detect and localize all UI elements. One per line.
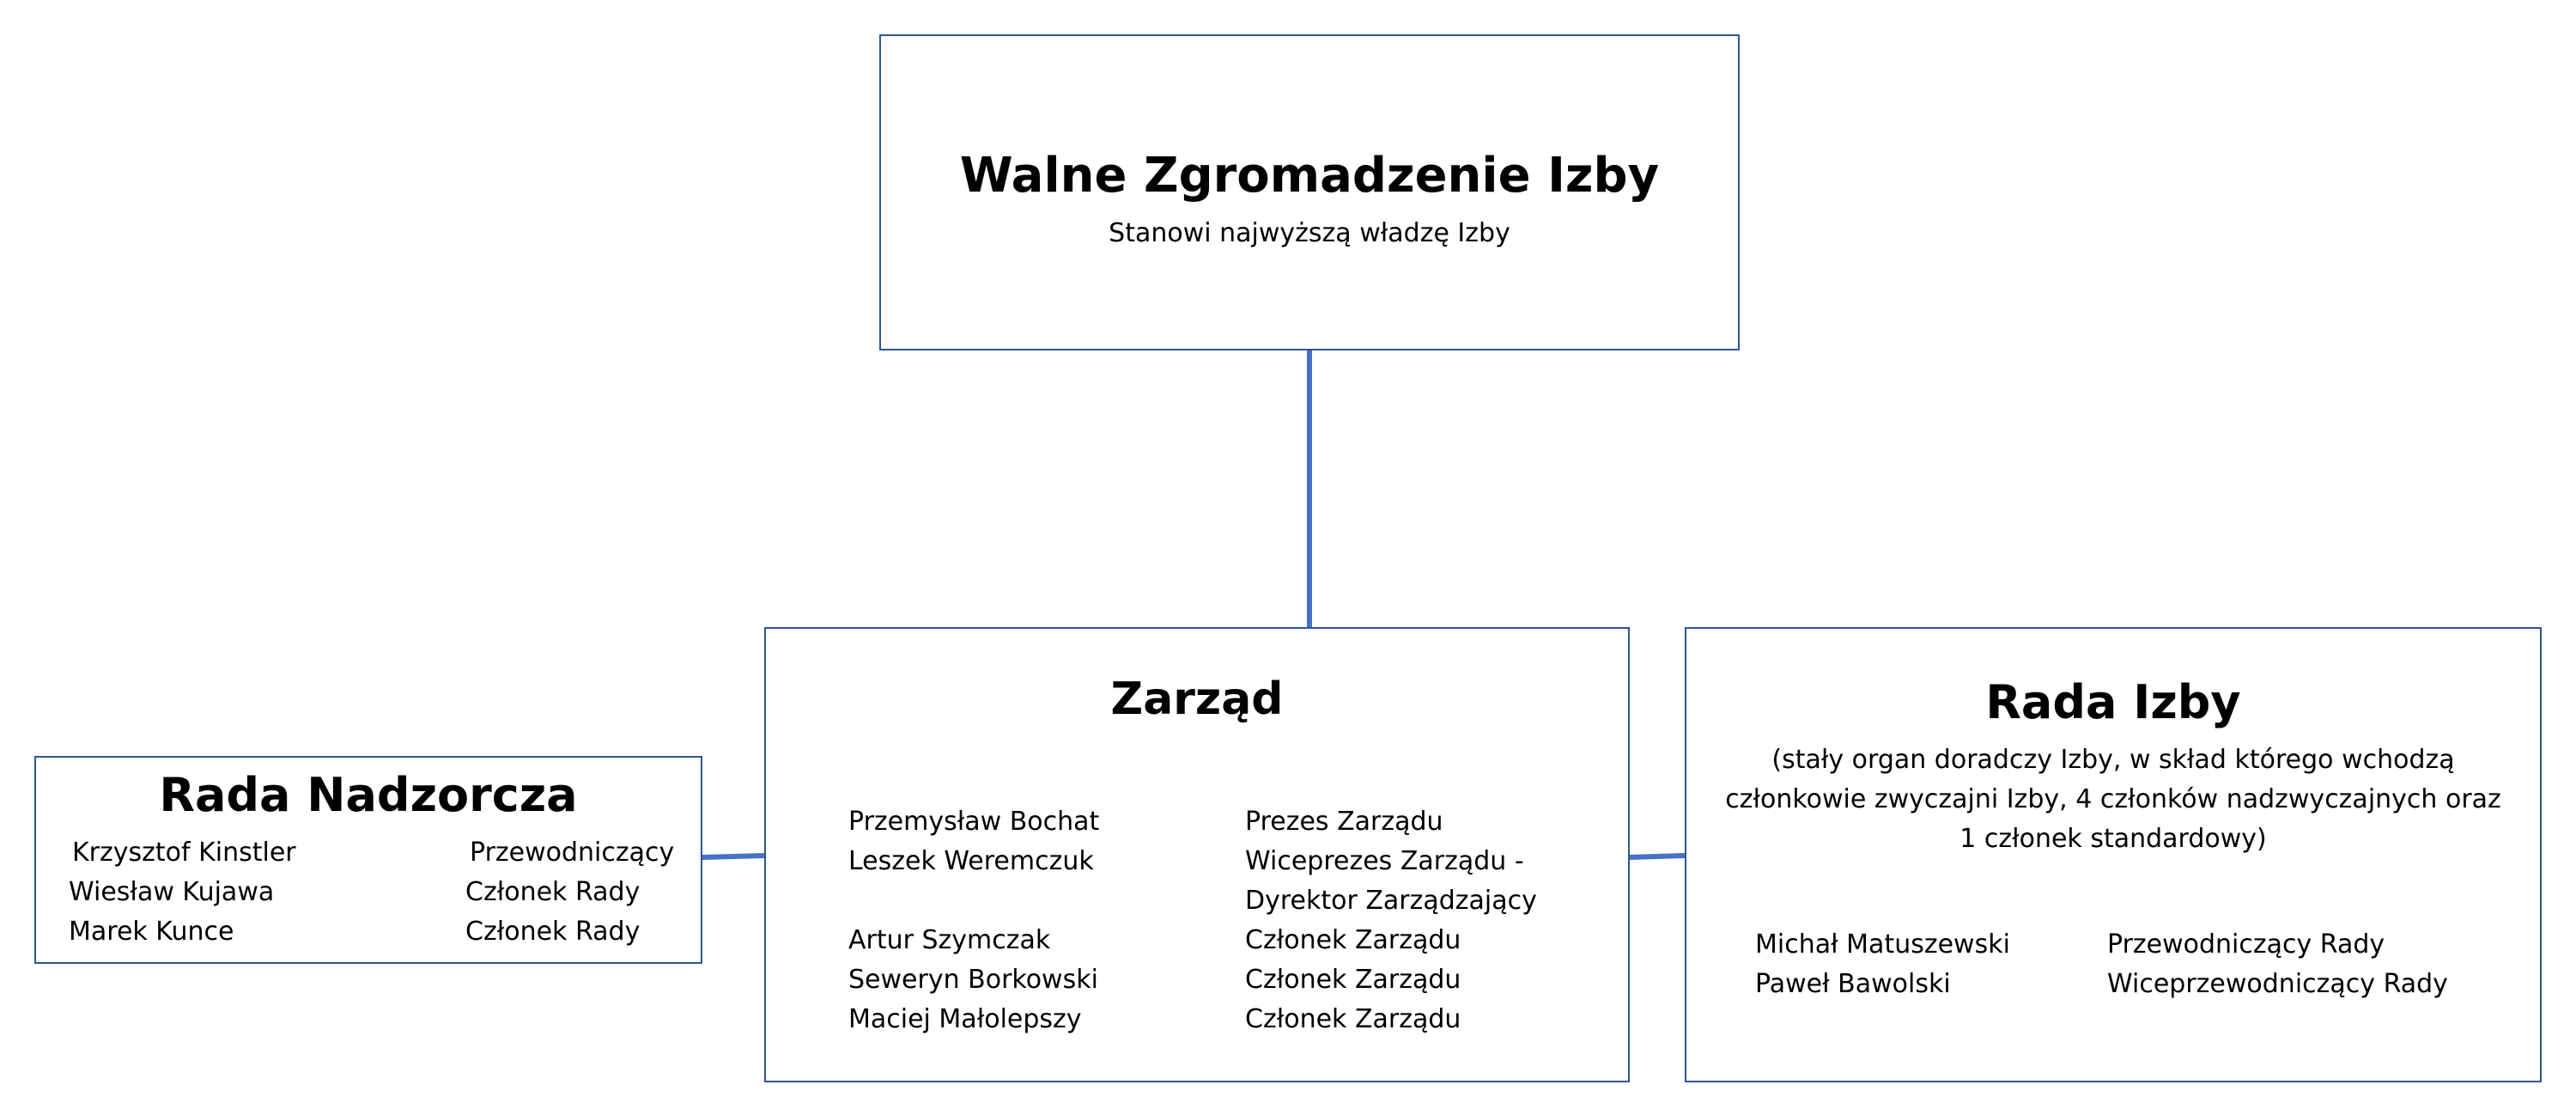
rada-nadzorcza-member-role: Członek Rady	[465, 877, 641, 907]
zarzad-member-name: Przemysław Bochat	[848, 807, 1100, 837]
rada-nadzorcza-member-role: Członek Rady	[465, 917, 641, 947]
zarzad-member-name: Seweryn Borkowski	[848, 965, 1098, 995]
zarzad-title: Zarząd	[1110, 673, 1284, 725]
rada-nadzorcza-member-role: Przewodniczący	[470, 838, 675, 868]
rada-nadzorcza-member-name: Krzysztof Kinstler	[72, 838, 296, 868]
rada-izby-description: (stały organ doradczy Izby, w skład któr…	[1712, 740, 2514, 859]
zarzad-member-role: Członek Zarządu	[1245, 925, 1461, 955]
rada-izby-member-role: Wiceprzewodniczący Rady	[2107, 969, 2448, 999]
rada-izby-description-line: członkowie zwyczajni Izby, 4 członków na…	[1725, 784, 2501, 814]
zarzad-member-role: Wiceprezes Zarządu -	[1245, 846, 1524, 876]
walne-zgromadzenie-subtitle: Stanowi najwyższą władzę Izby	[1109, 218, 1510, 248]
zarzad-member-name: Leszek Weremczuk	[848, 846, 1094, 876]
rada-izby-description-line: 1 członek standardowy)	[1959, 824, 2267, 854]
walne-zgromadzenie-title: Walne Zgromadzenie Izby	[959, 148, 1660, 204]
connector-zarzad-to-rada-izby	[1629, 853, 1686, 860]
rada-izby-box: Rada Izby (stały organ doradczy Izby, w …	[1685, 627, 2542, 1082]
rada-izby-member-name: Michał Matuszewski	[1755, 929, 2010, 960]
zarzad-box: Zarząd Przemysław Bochat Prezes Zarządu …	[764, 627, 1630, 1082]
rada-nadzorcza-box: Rada Nadzorcza Krzysztof Kinstler Przewo…	[34, 756, 702, 964]
rada-izby-member-name: Paweł Bawolski	[1755, 969, 1951, 999]
zarzad-member-role: Członek Zarządu	[1245, 1004, 1461, 1034]
connector-rada-nadzorcza-to-zarzad	[702, 853, 765, 860]
zarzad-member-name: Maciej Małolepszy	[848, 1004, 1082, 1034]
rada-izby-title: Rada Izby	[1985, 675, 2241, 729]
zarzad-member-role: Członek Zarządu	[1245, 965, 1461, 995]
zarzad-member-name: Artur Szymczak	[848, 925, 1051, 955]
rada-izby-member-role: Przewodniczący Rady	[2107, 929, 2385, 960]
zarzad-member-role: Prezes Zarządu	[1245, 807, 1443, 837]
rada-nadzorcza-title: Rada Nadzorcza	[159, 768, 578, 822]
walne-zgromadzenie-box: Walne Zgromadzenie Izby Stanowi najwyższ…	[879, 34, 1740, 350]
rada-nadzorcza-member-name: Marek Kunce	[69, 917, 234, 947]
rada-nadzorcza-member-name: Wiesław Kujawa	[69, 877, 275, 907]
zarzad-member-role: Dyrektor Zarządzający	[1245, 886, 1537, 916]
rada-izby-description-line: (stały organ doradczy Izby, w skład któr…	[1771, 745, 2455, 775]
